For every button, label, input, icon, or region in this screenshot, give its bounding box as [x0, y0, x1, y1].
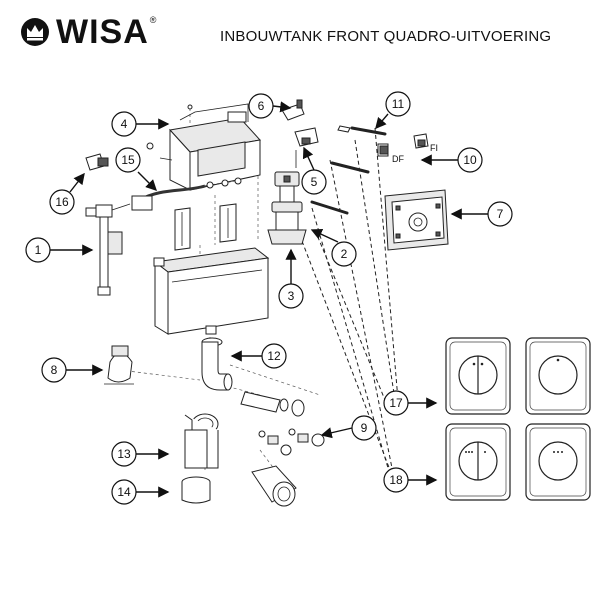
- callout-number: 8: [51, 363, 58, 377]
- part-9-connectors: [258, 428, 325, 456]
- connection-cone: [251, 465, 297, 507]
- flush-plate-dual-round: [445, 337, 511, 415]
- brand-logo: WISA ®: [20, 12, 156, 52]
- callout-number: 14: [117, 485, 131, 499]
- callout-11: 11: [385, 91, 411, 117]
- part-3-flush-valve: [267, 150, 307, 245]
- callout-number: 4: [121, 117, 128, 131]
- part-4-mounting-frame: [146, 103, 261, 191]
- crown-logo-icon: [21, 18, 49, 46]
- part-12-elbow-pipe: [201, 337, 233, 391]
- callout-number: 15: [121, 153, 135, 167]
- callout-13: 13: [111, 441, 137, 467]
- callout-9: 9: [351, 415, 377, 441]
- part-8-clamp: [104, 345, 134, 385]
- callout-number: 12: [267, 349, 281, 363]
- part-16-valve-clip: [85, 153, 109, 171]
- part-13-drain-elbow: [184, 413, 219, 469]
- callout-number: 11: [392, 97, 405, 111]
- callout-number: 18: [389, 473, 403, 487]
- part-14-sleeve: [181, 476, 211, 504]
- callout-7: 7: [487, 201, 513, 227]
- flush-plate-single-round-dots: [525, 423, 591, 501]
- part-1-fill-valve: [85, 203, 131, 296]
- callout-5: 5: [301, 169, 327, 195]
- part-15-hose: [131, 177, 242, 211]
- callout-2: 2: [331, 241, 357, 267]
- part-7-front-frame: [384, 189, 449, 251]
- label-fi: FI: [430, 143, 438, 153]
- part-11-fittings: [294, 125, 429, 157]
- callout-15: 15: [115, 147, 141, 173]
- callout-number: 6: [258, 99, 265, 113]
- callout-6: 6: [248, 93, 274, 119]
- cistern-tank: [153, 247, 270, 335]
- registered-mark: ®: [149, 15, 157, 25]
- brand-name: WISA: [56, 12, 149, 51]
- callout-10: 10: [457, 147, 483, 173]
- callout-18: 18: [383, 467, 409, 493]
- callout-number: 9: [361, 421, 368, 435]
- tank-brackets: [174, 203, 237, 251]
- page-title: INBOUWTANK FRONT QUADRO-UITVOERING: [220, 28, 552, 45]
- callout-number: 16: [55, 195, 69, 209]
- callout-number: 13: [117, 447, 131, 461]
- callout-arrows: [50, 101, 488, 498]
- flush-plate-single-round: [525, 337, 591, 415]
- callout-number: 2: [341, 247, 348, 261]
- flush-plate-dual-round-dots: [445, 423, 511, 501]
- label-df: DF: [392, 154, 404, 164]
- callout-number: 17: [389, 396, 403, 410]
- part-6-clip: [281, 99, 305, 121]
- callout-8: 8: [41, 357, 67, 383]
- callout-number: 1: [35, 243, 42, 257]
- callout-number: 3: [288, 289, 295, 303]
- callout-12: 12: [261, 343, 287, 369]
- callout-1: 1: [25, 237, 51, 263]
- callout-14: 14: [111, 479, 137, 505]
- callout-17: 17: [383, 390, 409, 416]
- callout-3: 3: [278, 283, 304, 309]
- straight-pipe: [240, 391, 305, 417]
- callout-number: 10: [463, 153, 477, 167]
- callout-number: 5: [311, 175, 318, 189]
- callout-4: 4: [111, 111, 137, 137]
- callout-number: 7: [497, 207, 504, 221]
- push-rods: [310, 126, 387, 215]
- callout-16: 16: [49, 189, 75, 215]
